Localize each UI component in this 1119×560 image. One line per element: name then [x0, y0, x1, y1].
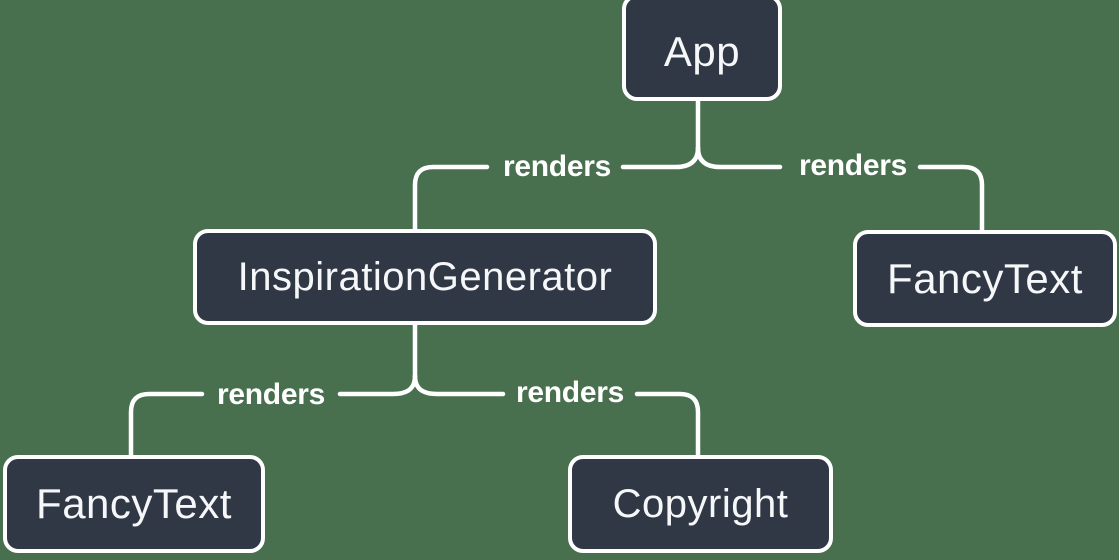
edge-ig-to-fancytext-drop — [128, 391, 205, 458]
edge-app-to-fancytext-drop — [917, 164, 985, 233]
edge-label-ig-copyright: renders — [516, 376, 624, 409]
edge-ig-to-fancytext-flare — [337, 373, 418, 397]
node-copyright: Copyright — [568, 455, 833, 553]
node-inspiration-generator: InspirationGenerator — [193, 229, 657, 325]
node-fancy-text-top: FancyText — [853, 230, 1117, 327]
node-app: App — [622, 0, 782, 101]
edge-label-app-fancytext: renders — [799, 149, 907, 182]
edge-ig-to-copyright-drop — [634, 391, 701, 458]
node-fancy-text-bottom: FancyText — [3, 455, 265, 553]
edge-ig-to-copyright-flare — [412, 373, 506, 397]
edge-app-to-inspirationgenerator-drop — [412, 164, 490, 232]
edge-app-to-inspirationgenerator-flare — [620, 145, 701, 170]
edge-label-ig-fancytext: renders — [217, 378, 325, 411]
edge-app-to-fancytext-flare — [695, 145, 783, 170]
edge-label-app-inspirationgenerator: renders — [503, 150, 611, 183]
